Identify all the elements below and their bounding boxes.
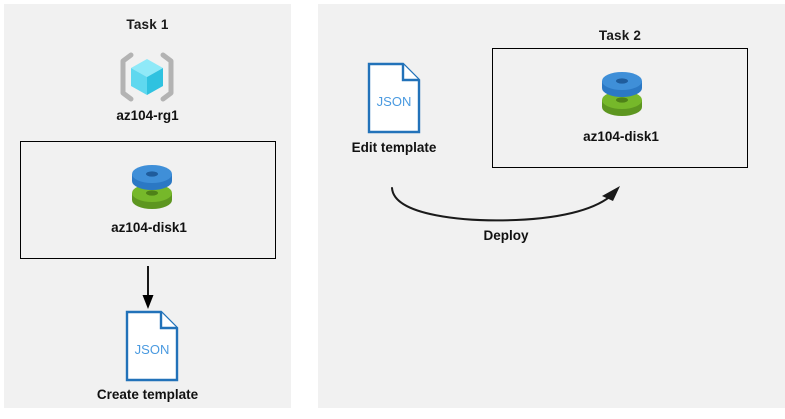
json-file-type-text: JSON	[135, 342, 170, 357]
task2-panel: Task 2 JSON Edit template az104-disk1	[318, 4, 785, 408]
task2-resource-box: az104-disk1	[492, 48, 748, 168]
managed-disk-icon	[129, 162, 175, 214]
create-template-label: Create template	[96, 387, 199, 402]
task1-resource-box: az104-disk1	[20, 141, 276, 259]
resource-group-cube-icon	[117, 51, 177, 103]
json-file-type-text: JSON	[377, 94, 412, 109]
json-document-icon: JSON	[125, 310, 179, 382]
task1-disk-label: az104-disk1	[111, 220, 187, 235]
curved-arrow-right-icon	[386, 184, 628, 226]
task2-title: Task 2	[598, 28, 642, 43]
edit-template-label: Edit template	[351, 140, 437, 155]
resource-group-label: az104-rg1	[116, 108, 179, 123]
managed-disk-icon	[599, 69, 645, 121]
task1-title: Task 1	[126, 17, 169, 32]
task1-panel: Task 1 az104-rg1	[4, 4, 291, 408]
deploy-label: Deploy	[483, 228, 529, 243]
task2-disk-label: az104-disk1	[583, 129, 659, 144]
arrow-down-icon	[140, 266, 156, 310]
json-document-icon: JSON	[367, 62, 421, 134]
